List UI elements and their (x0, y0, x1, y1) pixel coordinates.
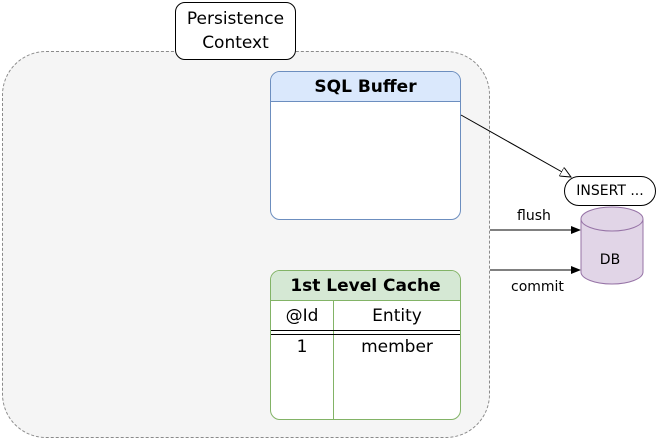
first-level-cache-table: 1st Level Cache @Id Entity 1 member (270, 270, 461, 420)
cache-cell-entity: member (361, 337, 433, 357)
persistence-context-label-line2: Context (202, 33, 269, 53)
first-level-cache-title: 1st Level Cache (271, 271, 460, 301)
cache-column-header-id: @Id (285, 306, 319, 326)
cache-cell-id: 1 (296, 337, 308, 357)
database-cylinder: DB (580, 206, 644, 285)
cache-header-divider (271, 330, 460, 335)
sql-buffer-title: SQL Buffer (271, 72, 460, 102)
database-label: DB (600, 252, 620, 268)
flush-label: flush (516, 208, 552, 224)
cache-column-divider (333, 300, 334, 419)
cache-column-header-entity: Entity (372, 306, 422, 326)
sql-buffer-box: SQL Buffer (270, 71, 461, 220)
persistence-context-label: Persistence Context (175, 2, 296, 60)
persistence-context-label-line1: Persistence (186, 9, 285, 29)
insert-note: INSERT ... (564, 176, 656, 206)
commit-label: commit (510, 279, 565, 295)
sql-buffer-to-insert-arrow (460, 114, 571, 177)
